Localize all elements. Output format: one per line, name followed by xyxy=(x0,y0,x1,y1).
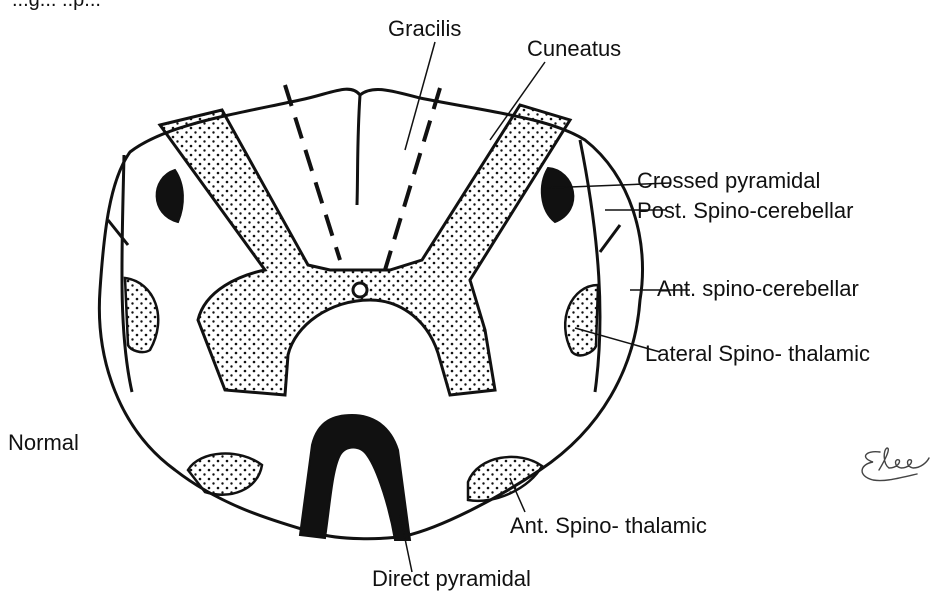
label-post-spino-cerebellar: Post. Spino-cerebellar xyxy=(637,200,853,222)
label-direct-pyramidal: Direct pyramidal xyxy=(372,568,531,590)
header-fragment: ...g... ..p... xyxy=(12,0,101,10)
label-ant-spino-thalamic: Ant. Spino- thalamic xyxy=(510,515,707,537)
label-cuneatus: Cuneatus xyxy=(527,38,621,60)
handwritten-signature xyxy=(855,440,935,490)
label-gracilis: Gracilis xyxy=(388,18,461,40)
cord-outline xyxy=(99,89,642,539)
label-crossed-pyramidal: Crossed pyramidal xyxy=(637,170,820,192)
central-canal xyxy=(353,283,367,297)
label-normal: Normal xyxy=(8,432,79,454)
label-lateral-spino-thalamic: Lateral Spino- thalamic xyxy=(645,343,870,365)
label-ant-spino-cerebellar: Ant. spino-cerebellar xyxy=(657,278,859,300)
